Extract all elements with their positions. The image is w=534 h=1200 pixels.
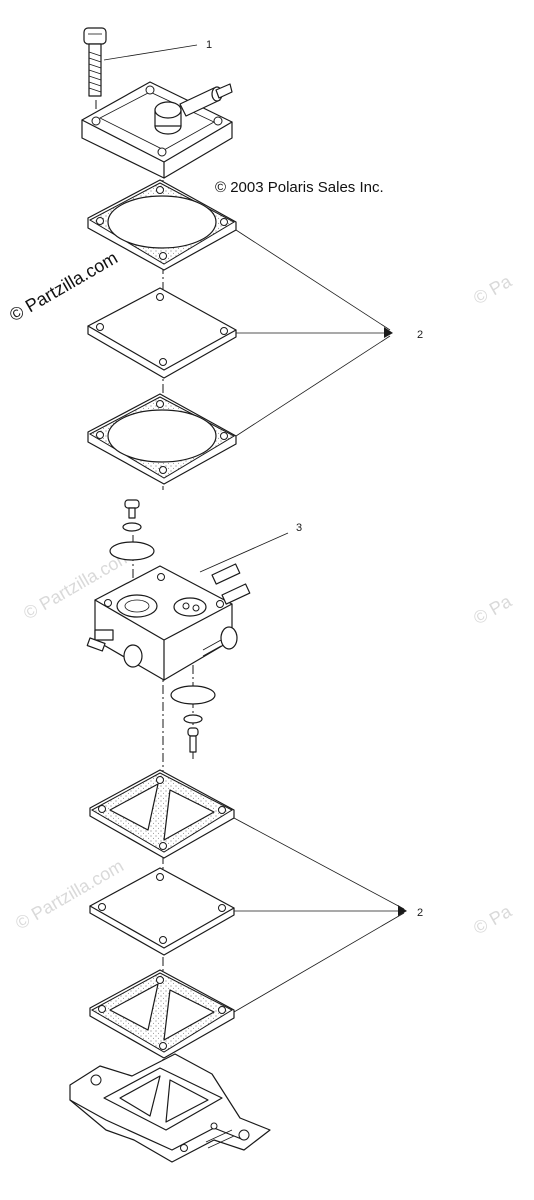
upper-screw-assembly [109,499,155,561]
gasket-lower-2 [89,969,235,1059]
callout-gaskets-lower: 2 [417,907,423,919]
top-cover [81,81,233,179]
gasket-upper-1 [87,179,237,271]
watermark-right-3: © Pa [470,901,516,939]
gasket-upper-2 [87,393,237,485]
gasket-lower-1 [89,769,235,859]
leader-lines [103,44,407,1013]
pump-body [86,563,251,681]
watermarks: © Partzilla.com © Partzilla.com © Pa © P… [12,271,516,939]
bolt-part [83,27,107,97]
base-plate [69,1053,271,1163]
callout-pump-body: 3 [296,522,302,534]
copyright-text: © 2003 Polaris Sales Inc. [215,179,384,196]
diaphragm-upper [87,287,237,379]
callout-gaskets-upper: 2 [417,329,423,341]
watermark-right-1: © Pa [470,271,516,309]
lower-screw-assembly [170,685,216,753]
callouts: 1 2 3 2 [206,39,423,919]
diaphragm-lower [89,867,235,956]
callout-bolt: 1 [206,39,212,51]
partzilla-watermark: © Partzilla.com [6,247,121,325]
watermark-right-2: © Pa [470,591,516,629]
